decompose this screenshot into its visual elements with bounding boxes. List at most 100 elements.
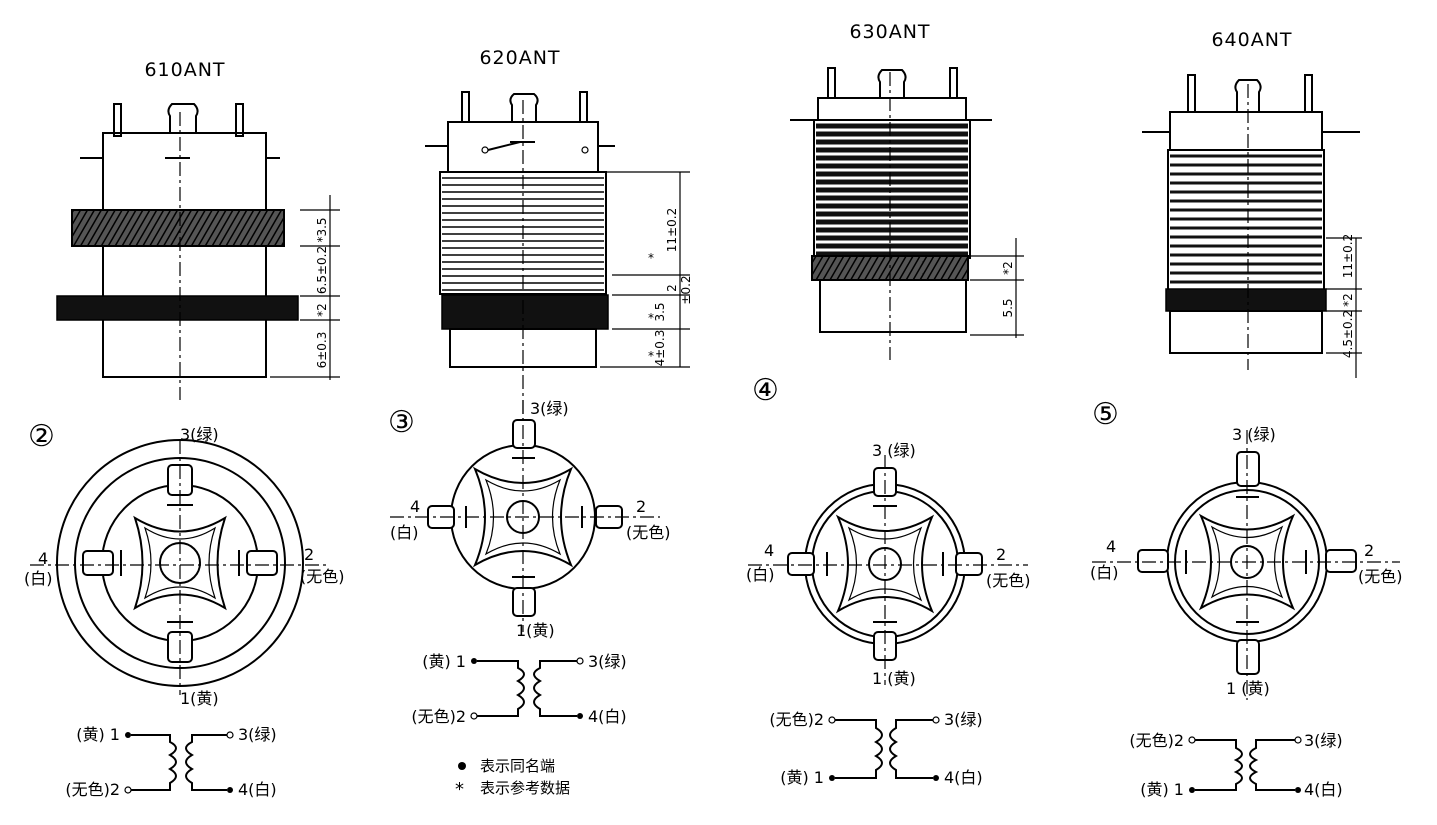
dim-label: 11±0.2 (1341, 234, 1355, 278)
dot-symbol (458, 762, 466, 770)
bottom-view-610: 3(绿) 1(黄) 4 (白) 2 (无色) (24, 425, 345, 708)
dim-label: *2 (315, 303, 329, 317)
figure-number: ⑤ (1092, 397, 1119, 432)
lower-winding (441, 294, 609, 330)
legend-star-text: 表示参考数据 (480, 779, 570, 797)
pin-label-3: 3 (绿) (1232, 425, 1276, 444)
cross-frame (1198, 513, 1296, 611)
side-view-620: 11±0.2 * 2 ±0.2 3.5 * 4±0.3 * (425, 91, 693, 420)
pin-label-2-color: (无色) (626, 523, 671, 542)
secondary-coil (533, 660, 577, 717)
model-620ANT: 620ANT 11±0.2 * 2 ±0.2 (388, 47, 693, 800)
coil-head (817, 97, 967, 121)
side-view-640: 11±0.2 *2 4.5±0.2 (1142, 74, 1362, 378)
schematic-label: (黄) 1 (780, 768, 824, 787)
dim-label: ±0.2 (679, 275, 693, 304)
schematic-label: 4(白) (944, 768, 983, 787)
cross-frame (472, 466, 574, 568)
primary-coil (131, 734, 177, 791)
primary-coil (477, 660, 525, 717)
dim-label: 6±0.3 (315, 332, 329, 369)
figure-number: ③ (388, 405, 415, 440)
pin-label-4-color: (白) (390, 523, 419, 542)
model-610ANT: 610ANT *3.5 6.5±0.2 *2 6±0.3 ② (24, 59, 345, 799)
schematic-label: 3(绿) (238, 725, 277, 744)
pin-label-3: 3(绿) (530, 399, 569, 418)
bottom-view-620: 3(绿) 1(黄) 4 (白) 2 (无色) (390, 399, 671, 640)
pin-label-2: 2 (996, 545, 1006, 564)
schematic-label: (无色)2 (411, 707, 466, 726)
schematic-630: (无色)2 (黄) 1 3(绿) 4(白) (769, 710, 982, 787)
terminal-pin (235, 103, 244, 137)
lower-winding (56, 295, 299, 321)
dim-label: 4.5±0.2 (1341, 310, 1355, 358)
model-title: 630ANT (849, 21, 930, 43)
pin-label-2-color: (无色) (1358, 567, 1403, 586)
dim-label: *2 (1341, 293, 1355, 307)
figure-number: ② (28, 419, 55, 454)
pin-label-4: 4 (38, 549, 48, 568)
model-640ANT: 640ANT 11±0.2 *2 4.5±0.2 ⑤ (1090, 29, 1403, 799)
schematic-label: 4(白) (238, 780, 277, 799)
legend-dot-text: 表示同名端 (480, 757, 555, 775)
pin-tab-3 (1236, 451, 1260, 487)
pin-label-3: 3 (绿) (872, 441, 916, 460)
coil-base (819, 279, 967, 333)
terminal-pin (113, 103, 122, 137)
star-symbol: * (455, 779, 464, 800)
pin-label-1: 1 (黄) (1226, 679, 1270, 698)
dim-label: 3.5 (653, 302, 667, 321)
bottom-view-640: 3 (绿) 1 (黄) 4 (白) 2 (无色) (1090, 425, 1403, 700)
pin-label-2-color: (无色) (986, 571, 1031, 590)
dim-label: 6.5±0.2 (315, 246, 329, 294)
secondary-coil (889, 719, 933, 779)
lower-winding (1165, 288, 1327, 312)
pin-label-2: 2 (304, 545, 314, 564)
pin-label-3: 3(绿) (180, 425, 219, 444)
dim-label: 4±0.3 (653, 330, 667, 367)
schematic-label: (黄) 1 (76, 725, 120, 744)
schematic-label: 3(绿) (944, 710, 983, 729)
pin-label-1: 1(黄) (180, 689, 219, 708)
dim-label: 5.5 (1001, 298, 1015, 317)
side-view-610: *3.5 6.5±0.2 *2 6±0.3 (56, 103, 340, 400)
figure-number: ④ (752, 373, 779, 408)
winding-stripes (1170, 154, 1322, 284)
pin-label-4: 4 (764, 541, 774, 560)
model-title: 610ANT (144, 59, 225, 81)
dim-label: 2 (665, 284, 679, 292)
cross-frame (835, 514, 935, 614)
schematic-label: 3(绿) (1304, 731, 1343, 750)
pin-tab-3 (512, 419, 536, 449)
model-title: 640ANT (1211, 29, 1292, 51)
pin-label-4-color: (白) (746, 565, 775, 584)
schematic-label: (黄) 1 (1140, 780, 1184, 799)
pin-tab-1 (512, 587, 536, 617)
pin-tab-2 (1325, 549, 1357, 573)
cross-frame (133, 515, 227, 611)
legend: 表示同名端 * 表示参考数据 (455, 757, 570, 800)
pin-tab-2 (955, 552, 983, 576)
coil-head (1169, 111, 1323, 151)
dim-label: *3.5 (315, 217, 329, 242)
primary-coil (1195, 739, 1243, 791)
dim-label: *2 (1001, 261, 1015, 275)
pin-tab-1 (1236, 639, 1260, 675)
winding-stripes (816, 123, 968, 257)
adjust-cap (167, 103, 199, 133)
model-630ANT: 630ANT *2 5.5 ④ (746, 21, 1031, 787)
bottom-view-630: 3 (绿) 1 (黄) 4 (白) 2 (无色) (746, 441, 1031, 688)
secondary-coil (1249, 739, 1295, 791)
primary-coil (835, 719, 883, 779)
schematic-label: (无色)2 (1129, 731, 1184, 750)
model-title: 620ANT (479, 47, 560, 69)
dim-label: 11±0.2 (665, 208, 679, 252)
pin-label-2-color: (无色) (300, 567, 345, 586)
schematic-label: 4(白) (588, 707, 627, 726)
pin-label-4-color: (白) (1090, 563, 1119, 582)
dim-label: * (648, 311, 654, 325)
pin-label-4: 4 (1106, 537, 1116, 556)
adjust-cap (877, 69, 907, 98)
adjust-cap (1234, 79, 1262, 112)
